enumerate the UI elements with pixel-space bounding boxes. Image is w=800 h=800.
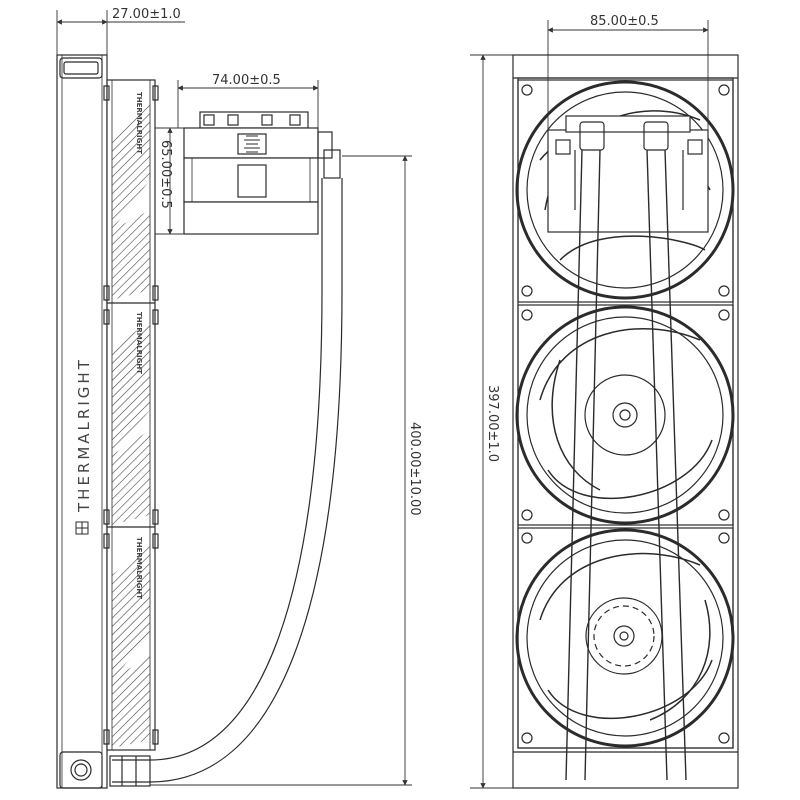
radiator-brand-label: THERMALRIGHT bbox=[75, 357, 93, 513]
tube-front-left bbox=[565, 149, 601, 781]
coolant-tube bbox=[112, 178, 323, 761]
fan-front-2 bbox=[515, 304, 735, 526]
fan-brand-label-3: THERMALRIGHT bbox=[135, 537, 143, 599]
pump-block-front bbox=[547, 115, 709, 233]
dim-radiator-width: 85.00±0.5 bbox=[590, 14, 659, 29]
radiator-bottom-cap bbox=[59, 751, 103, 789]
radiator-side bbox=[56, 54, 108, 789]
radiator-top-cap bbox=[59, 57, 103, 79]
fan-brand-label-1: THERMALRIGHT bbox=[135, 92, 143, 154]
fan-side-stack bbox=[103, 79, 159, 751]
dim-pump-height: 65.00±0.5 bbox=[158, 140, 173, 209]
dimension-lines-side bbox=[56, 10, 412, 786]
dim-radiator-length: 397.00±1.0 bbox=[485, 385, 500, 462]
side-view: THERMALRIGHT THERMALRIGHT THERMALRIGHT T… bbox=[56, 54, 343, 789]
dimension-lines-front bbox=[470, 20, 709, 789]
fill-port-icon bbox=[70, 759, 92, 781]
fan-brand-label-2: THERMALRIGHT bbox=[135, 312, 143, 374]
pump-block-side bbox=[183, 111, 341, 235]
front-view bbox=[512, 54, 739, 789]
tube-front-right bbox=[646, 149, 687, 781]
radiator-logo-icon bbox=[75, 521, 89, 535]
dim-pump-width: 74.00±0.5 bbox=[212, 73, 281, 88]
dim-tube-length: 400.00±10.00 bbox=[407, 422, 422, 516]
dim-radiator-thickness: 27.00±1.0 bbox=[112, 7, 181, 22]
